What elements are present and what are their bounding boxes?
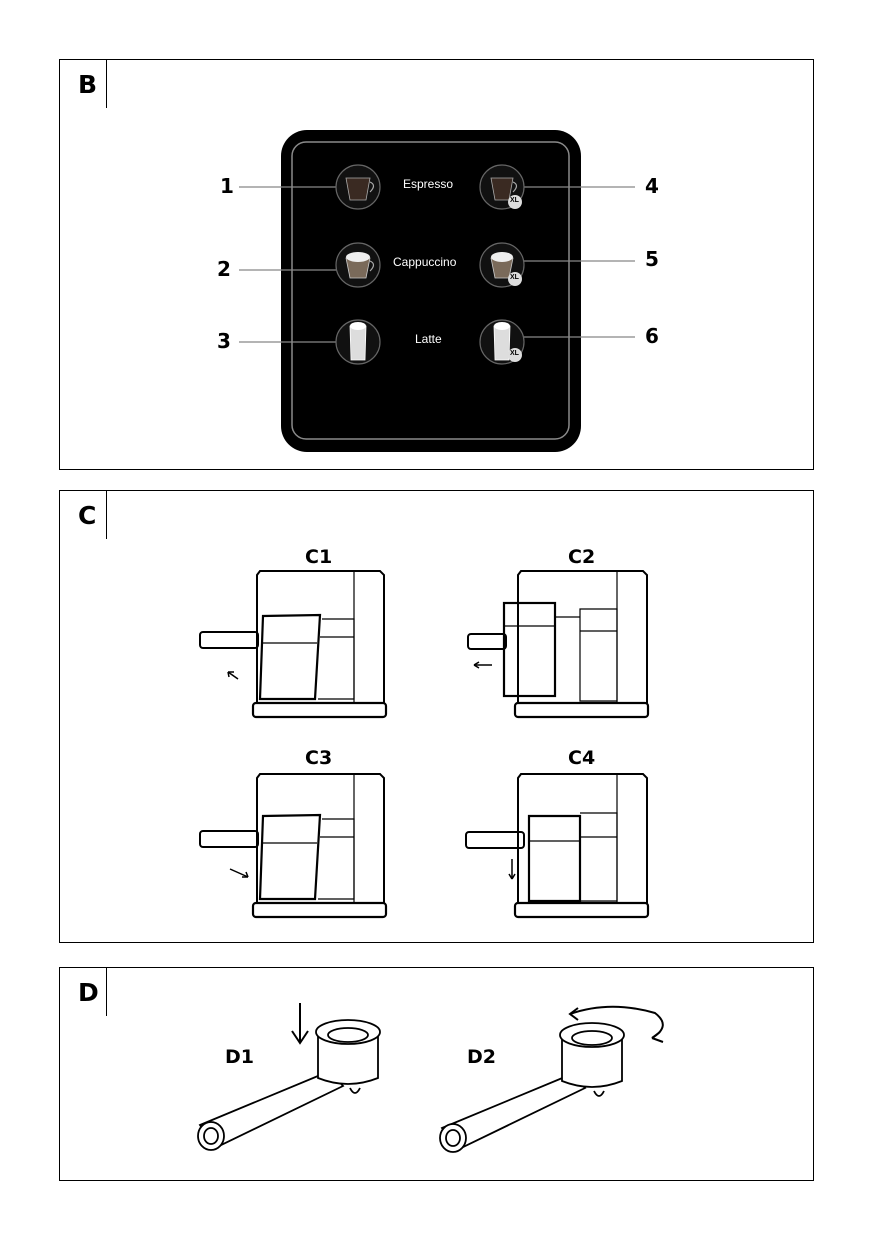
panel-c: C C1 C2 C3 C4 — [59, 490, 814, 943]
xl-badge-label: XL — [510, 274, 519, 281]
label-espresso: Espresso — [403, 177, 454, 191]
xl-badge-icon — [508, 348, 522, 362]
espresso-cup-icon — [345, 177, 371, 201]
button-latte-xl[interactable] — [479, 319, 525, 365]
xl-badge-label: XL — [510, 197, 519, 204]
xl-badge-icon — [508, 195, 522, 209]
callout-2: 2 — [217, 257, 231, 281]
machine-c4 — [465, 773, 650, 919]
label-cappuccino: Cappuccino — [393, 255, 457, 269]
figure-label-c1: C1 — [305, 546, 333, 568]
xl-badge-icon — [508, 272, 522, 286]
callout-3: 3 — [217, 329, 231, 353]
button-espresso-xl[interactable] — [479, 164, 525, 210]
machine-c2 — [467, 570, 650, 719]
figure-label-c3: C3 — [305, 747, 333, 769]
control-panel-body — [281, 130, 581, 452]
button-latte[interactable] — [335, 319, 381, 365]
button-cappuccino-xl[interactable] — [479, 242, 525, 288]
machine-c1 — [199, 570, 388, 719]
leader-lines — [239, 186, 635, 343]
callout-6: 6 — [645, 324, 659, 348]
machine-c3 — [199, 773, 388, 919]
panel-letter: B — [78, 70, 98, 99]
label-latte: Latte — [415, 332, 442, 346]
latte-glass-icon — [349, 325, 367, 361]
callout-5: 5 — [645, 247, 659, 271]
panel-tag: C — [60, 491, 107, 539]
button-cappuccino[interactable] — [335, 242, 381, 288]
panel-d: D D1 D2 — [59, 967, 814, 1181]
control-panel-illustration — [239, 130, 635, 452]
figure-label-c4: C4 — [568, 747, 596, 769]
portafilter-d1 — [197, 1003, 381, 1151]
xl-badge-label: XL — [510, 350, 519, 357]
callout-1: 1 — [220, 174, 234, 198]
figure-label-c2: C2 — [568, 546, 596, 568]
latte-glass-icon — [493, 325, 511, 361]
control-panel-frame — [291, 141, 570, 440]
portafilter-d2 — [439, 1005, 664, 1153]
machine-illustrations — [199, 570, 650, 919]
panel-tag: D — [60, 968, 107, 1016]
portafilter-illustrations — [197, 1003, 664, 1153]
callout-4: 4 — [645, 174, 659, 198]
panel-letter: D — [78, 978, 99, 1007]
panel-b: B — [59, 59, 814, 470]
figure-label-d1: D1 — [225, 1046, 254, 1068]
panel-tag: B — [60, 60, 107, 108]
figure-label-d2: D2 — [467, 1046, 496, 1068]
button-espresso[interactable] — [335, 164, 381, 210]
panel-letter: C — [78, 501, 97, 530]
